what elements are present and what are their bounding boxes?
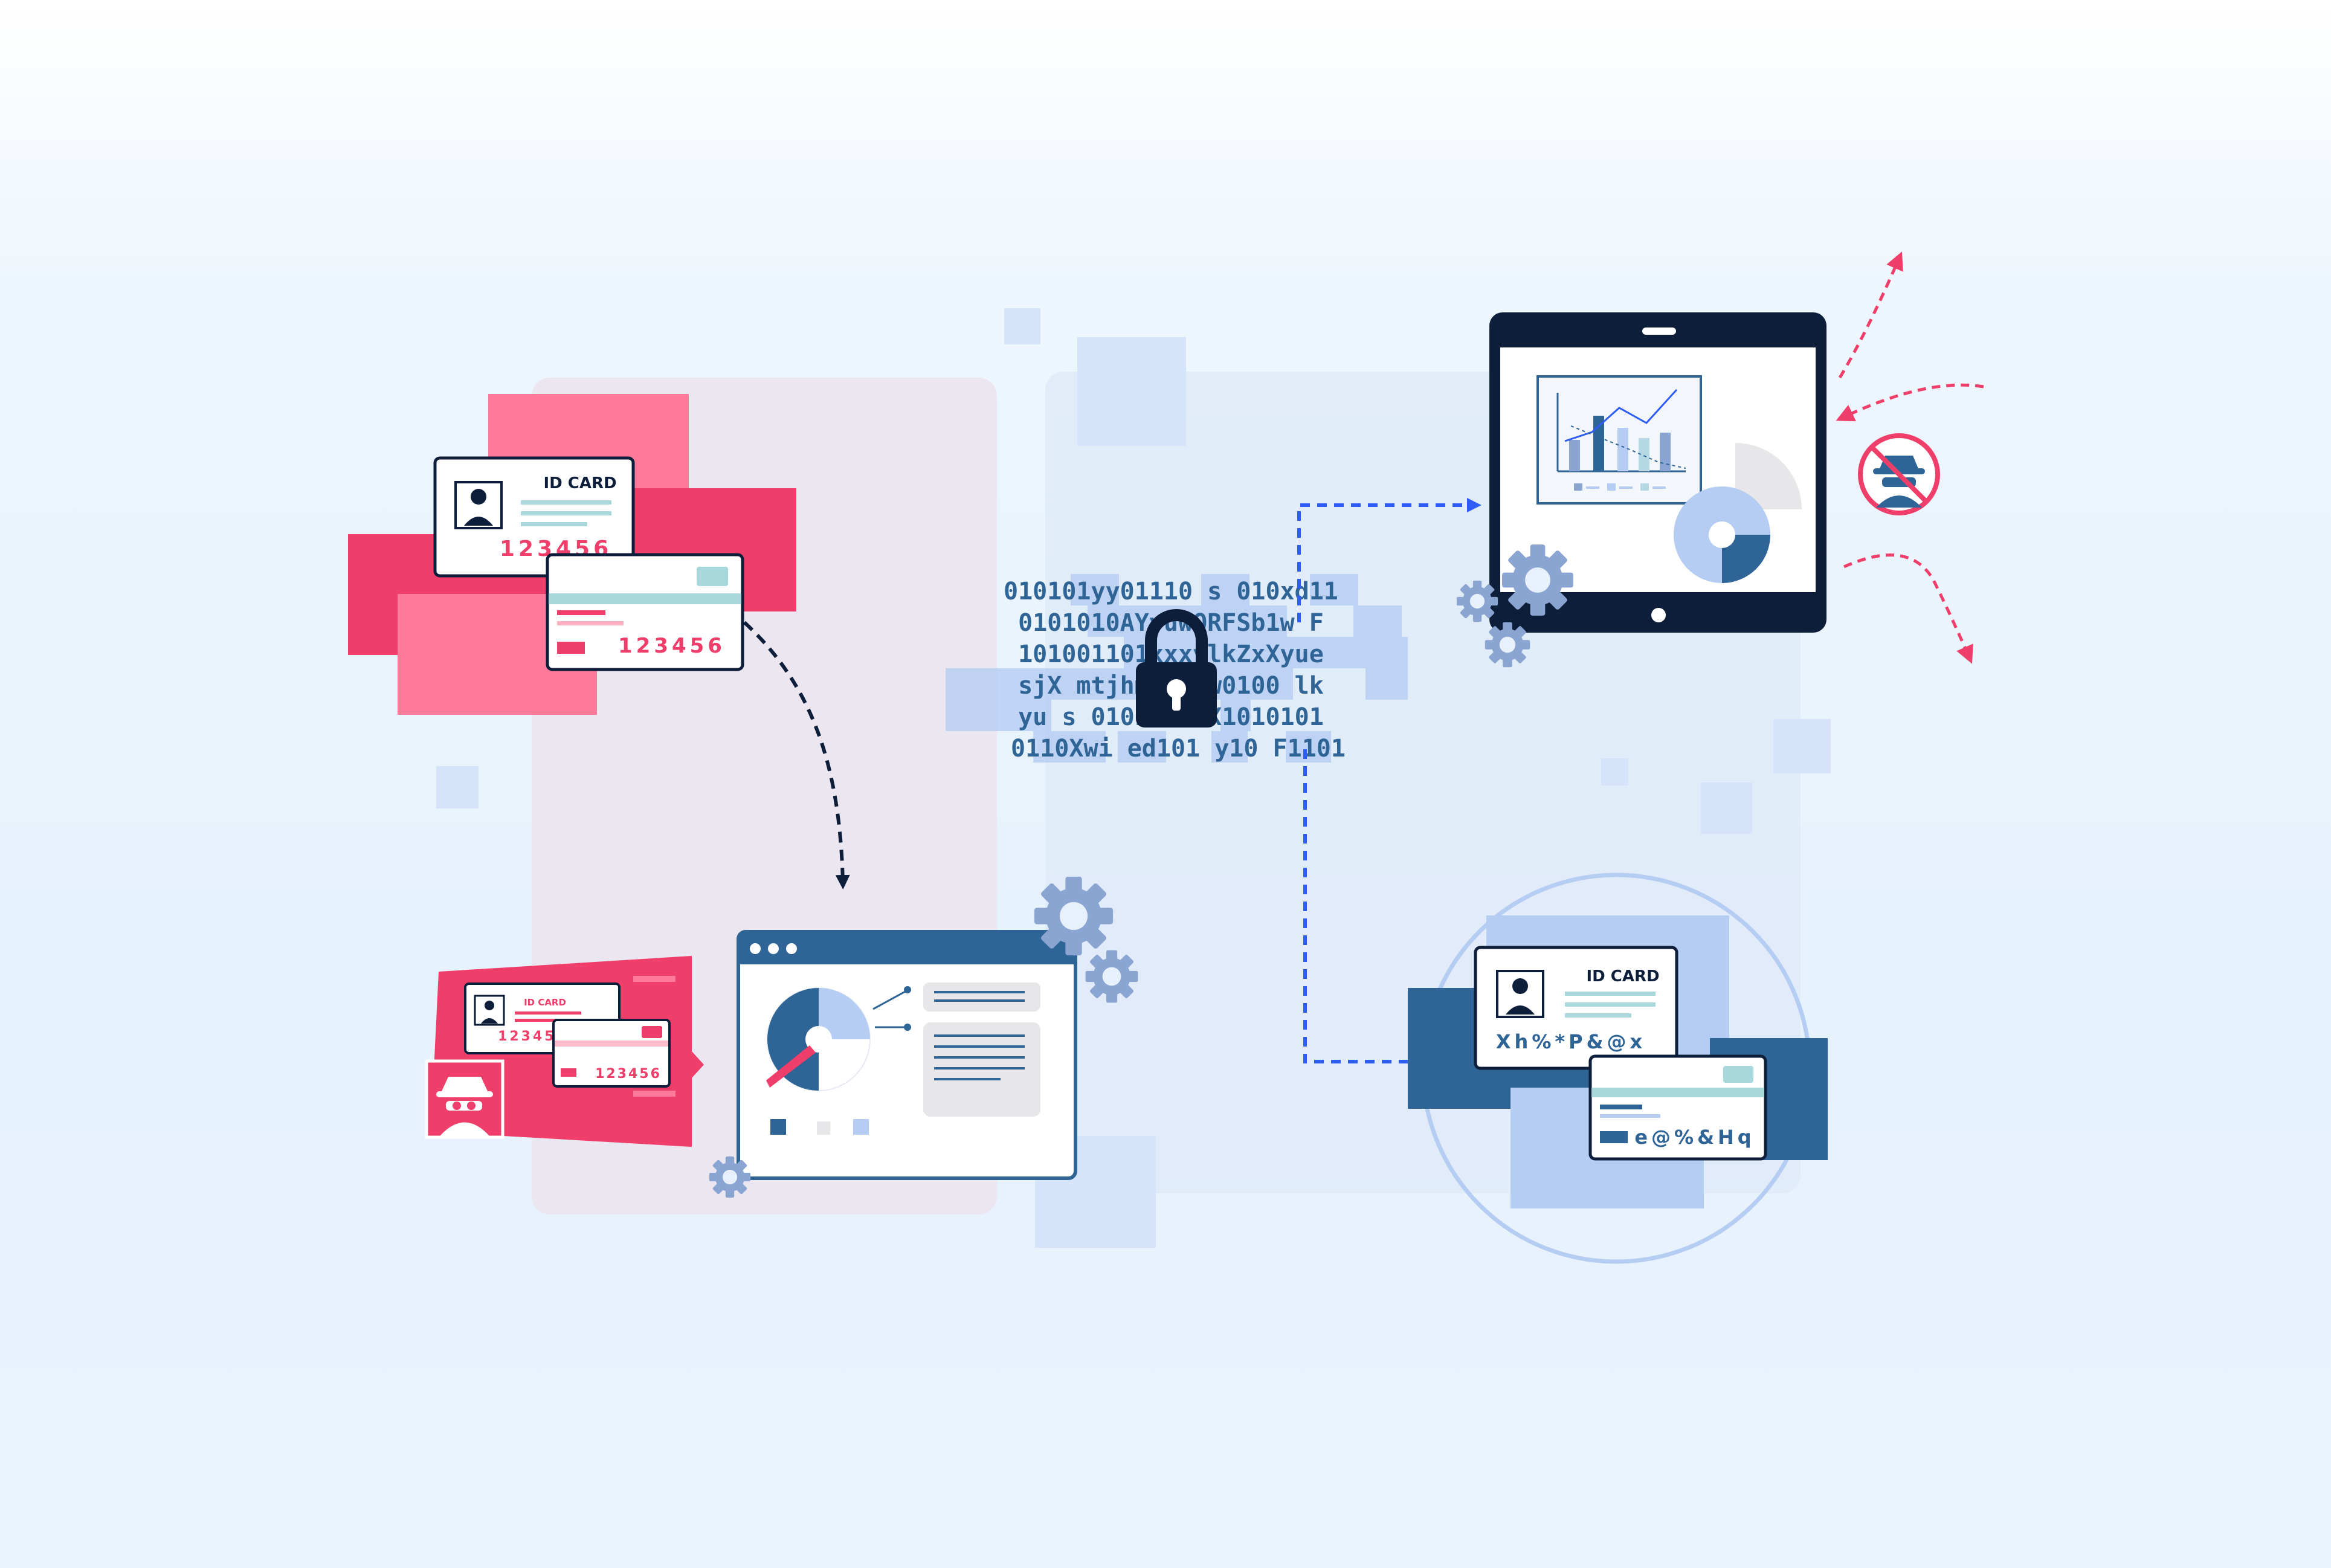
id-card-plain: ID CARD 123456 <box>433 456 635 578</box>
pie-chart-icon <box>766 987 871 1091</box>
spy-icon <box>425 1059 505 1139</box>
flow-arrow-icon <box>743 621 850 889</box>
deflected-threats <box>1836 251 1984 664</box>
lock-icon <box>1136 609 1217 728</box>
cipher-row-1: 010101yy01110 s 010xd11 <box>1004 578 1338 605</box>
compromised-panel: ID CARD 123456 123456 <box>425 956 704 1147</box>
credit-card-encrypted: e@%&Hq <box>1588 1054 1767 1161</box>
cipher-row-6: 0110Xwi ed101 y10 F1101 <box>1011 735 1346 763</box>
flow-arrow-icon <box>1297 498 1481 622</box>
credit-card-encrypted-value: e@%&Hq <box>1634 1126 1755 1149</box>
flow-line-down <box>1303 749 1420 1063</box>
pie-chart-icon <box>1674 443 1802 583</box>
card-number: 123456 <box>618 634 726 658</box>
plain-card-stack: ID CARD 123456 123456 <box>348 394 796 715</box>
id-card-encrypted-value: Xh%*P&@x <box>1496 1030 1646 1053</box>
id-card-small-title: ID CARD <box>524 997 566 1008</box>
credit-card-small-number: 123456 <box>595 1066 662 1082</box>
id-card-title: ID CARD <box>543 474 616 492</box>
no-spy-icon <box>1858 433 1940 515</box>
id-card-encrypted: ID CARD Xh%*P&@x <box>1474 946 1678 1070</box>
cipher-block: 010101yy01110 s 010xd11 0101010AYyuwORFS… <box>946 574 1408 763</box>
analytics-window <box>737 930 1077 1180</box>
credit-card-plain: 123456 <box>546 553 744 671</box>
credit-card-small: 123456 <box>552 1019 671 1088</box>
encrypted-card-stack: ID CARD Xh%*P&@x e@%&Hq <box>1408 873 1828 1264</box>
id-card-encrypted-title: ID CARD <box>1586 967 1659 986</box>
secure-tablet <box>1489 312 1826 633</box>
bar-chart-icon <box>1536 375 1702 505</box>
